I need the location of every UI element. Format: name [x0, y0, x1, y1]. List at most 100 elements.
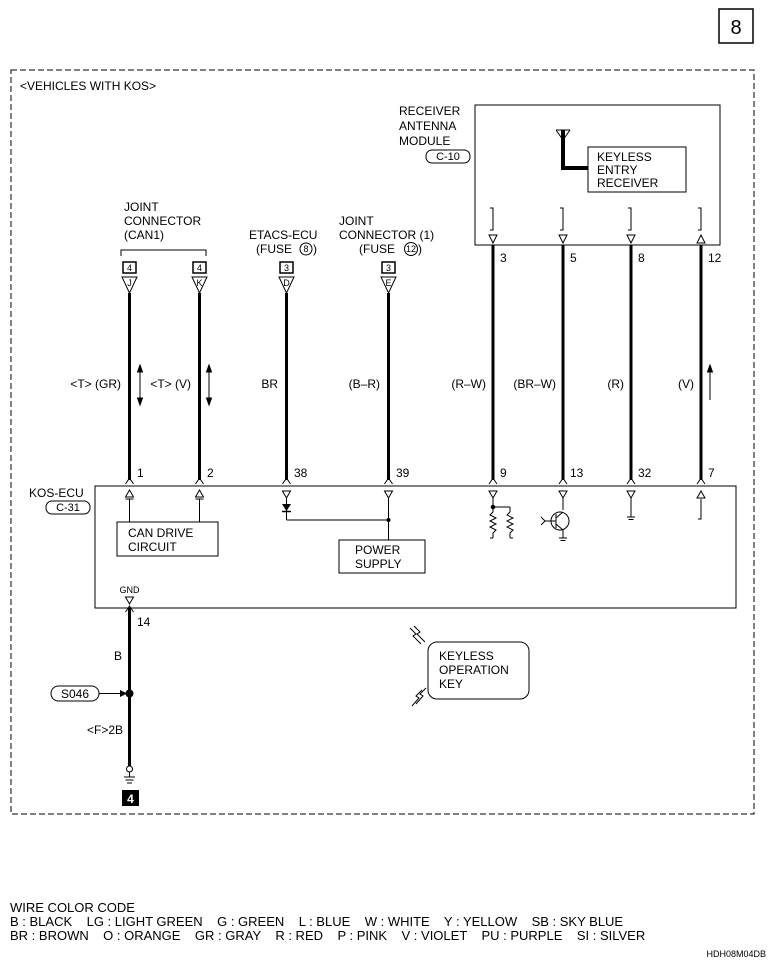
keyless-entry-line3: RECEIVER	[597, 176, 659, 190]
connector-tag-3-box: 3	[284, 263, 289, 273]
signal-direction-arrows	[136, 363, 714, 407]
keyless-entry-receiver-box	[587, 146, 687, 193]
power-supply-line2: SUPPLY	[355, 557, 401, 571]
pin-top-8: 8	[638, 251, 645, 265]
power-supply-box	[338, 539, 426, 574]
pin-7-lead	[698, 499, 702, 520]
etacs-line2: (FUSE	[256, 242, 292, 256]
pin-bottom-7: 7	[708, 466, 715, 480]
keyless-key-line3: KEY	[439, 677, 463, 691]
joint-can1-line1: JOINT	[124, 200, 159, 214]
can1-bracket	[120, 249, 207, 256]
pin-bottom-9: 9	[500, 466, 507, 480]
wireless-signal-icon	[409, 625, 427, 707]
ground-point-badge	[122, 790, 139, 806]
section-title: <VEHICLES WITH KOS>	[20, 79, 156, 93]
keyless-operation-key: KEYLESS OPERATION KEY	[409, 625, 530, 707]
etacs-ecu-label: ETACS-ECU (FUSE 8 )	[249, 228, 317, 256]
connector-tag-1: 4 J	[121, 261, 138, 295]
power-supply-line1: POWER	[355, 543, 401, 557]
receiver-title-line2: ANTENNA	[399, 119, 456, 133]
joint1-fuse-number: 12	[406, 244, 416, 254]
diode-icon	[282, 498, 291, 520]
legend-title: WIRE COLOR CODE	[10, 900, 135, 915]
etacs-line1: ETACS-ECU	[249, 228, 317, 242]
pin-bottom-2: 2	[207, 466, 214, 480]
joint1-line2: CONNECTOR (1)	[339, 228, 434, 242]
wire-color-32: (R)	[607, 377, 624, 391]
gnd-label: GND	[120, 585, 141, 595]
receiver-title-line3: MODULE	[399, 134, 450, 148]
wire-color-7: (V)	[678, 377, 694, 391]
pin-bottom-32: 32	[638, 466, 652, 480]
splice-label: S046	[61, 687, 89, 701]
gnd-pin-symbol	[124, 596, 135, 606]
fuse-8-circle	[299, 242, 313, 256]
kos-ecu: KOS-ECU C-31 CAN DRIVE CIRCUIT	[29, 485, 737, 609]
connector-tag-3-letter: D	[283, 278, 290, 288]
wire-color-2: <T> (V)	[150, 377, 191, 391]
ground-pin: 14	[137, 615, 151, 629]
joint-can1-line3: (CAN1)	[124, 228, 164, 242]
pin-bottom-1: 1	[137, 466, 144, 480]
connector-tag-3: 3 D	[278, 261, 295, 295]
can-drive-line1: CAN DRIVE	[128, 526, 193, 540]
receiver-antenna-module: RECEIVER ANTENNA MODULE C-10 KEYLESS ENT…	[399, 104, 721, 246]
pin-top-12: 12	[708, 251, 722, 265]
joint1-line3: (FUSE	[359, 242, 395, 256]
connector-tag-4: 3 E	[380, 261, 397, 295]
ground-location: <F>2B	[87, 723, 123, 737]
bidirectional-arrow-icon	[205, 363, 213, 407]
joint-connector-can1: JOINT CONNECTOR (CAN1)	[120, 200, 207, 256]
keyless-key-box	[427, 641, 530, 700]
up-arrow-icon	[706, 363, 714, 400]
connector-tag-2: 4 K	[191, 261, 208, 295]
joint-can1-line2: CONNECTOR	[124, 214, 201, 228]
can-drive-line2: CIRCUIT	[128, 540, 177, 554]
wire-color-13: (BR–W)	[513, 377, 556, 391]
keyless-entry-line1: KEYLESS	[597, 150, 652, 164]
can-drive-circuit-box	[116, 521, 219, 557]
ground-symbol-icon	[124, 772, 135, 784]
ground-wire: 14 B S046 <F>2B 4	[50, 605, 151, 806]
wire-color-legend: WIRE COLOR CODE B : BLACK LG : LIGHT GRE…	[10, 900, 645, 943]
wire-tips	[125, 477, 706, 485]
legend-row2: BR : BROWN O : ORANGE GR : GRAY R : RED …	[10, 928, 645, 943]
receiver-connector-badge	[425, 149, 471, 164]
etacs-line-close: )	[313, 242, 317, 256]
splice-dot	[125, 689, 134, 698]
kos-ecu-box	[94, 485, 737, 609]
connector-tag-2-box: 4	[197, 263, 202, 273]
diagram-code: HDH08M04DB	[706, 949, 766, 959]
connector-tag-4-letter: E	[385, 278, 391, 288]
etacs-fuse-number: 8	[303, 244, 308, 254]
receiver-connector: C-10	[436, 151, 460, 163]
pin-top-3: 3	[500, 251, 507, 265]
ground-point: 4	[127, 792, 134, 806]
bidirectional-arrow-icon	[136, 363, 144, 407]
wire-color-39: (B–R)	[349, 377, 380, 391]
keyless-key-line2: OPERATION	[439, 663, 509, 677]
wire-color-9: (R–W)	[451, 377, 486, 391]
joint-connector-1-label: JOINT CONNECTOR (1) (FUSE 12 )	[339, 214, 434, 256]
wire-color-38: BR	[261, 377, 278, 391]
pin-bottom-13: 13	[570, 466, 584, 480]
ground-icon	[627, 498, 635, 520]
pin-bottom-39: 39	[396, 466, 410, 480]
connector-tag-1-letter: J	[127, 278, 132, 288]
pin-bottom-38: 38	[294, 466, 308, 480]
antenna-icon	[555, 129, 588, 170]
ground-wire-color: B	[114, 649, 122, 663]
receiver-pin-symbols	[488, 207, 706, 245]
resistor-icon	[488, 498, 515, 539]
connector-tag-2-letter: K	[196, 278, 202, 288]
fuse-12-circle	[404, 242, 418, 256]
kos-ecu-connector: C-31	[56, 502, 80, 514]
keyless-entry-line2: ENTRY	[597, 163, 637, 177]
legend-row1: B : BLACK LG : LIGHT GREEN G : GREEN L :…	[10, 914, 623, 929]
vehicles-with-kos-frame	[10, 69, 755, 815]
ecu-pin-symbols	[124, 488, 706, 500]
pin-top-5: 5	[570, 251, 577, 265]
kos-ecu-connector-badge	[45, 500, 91, 515]
